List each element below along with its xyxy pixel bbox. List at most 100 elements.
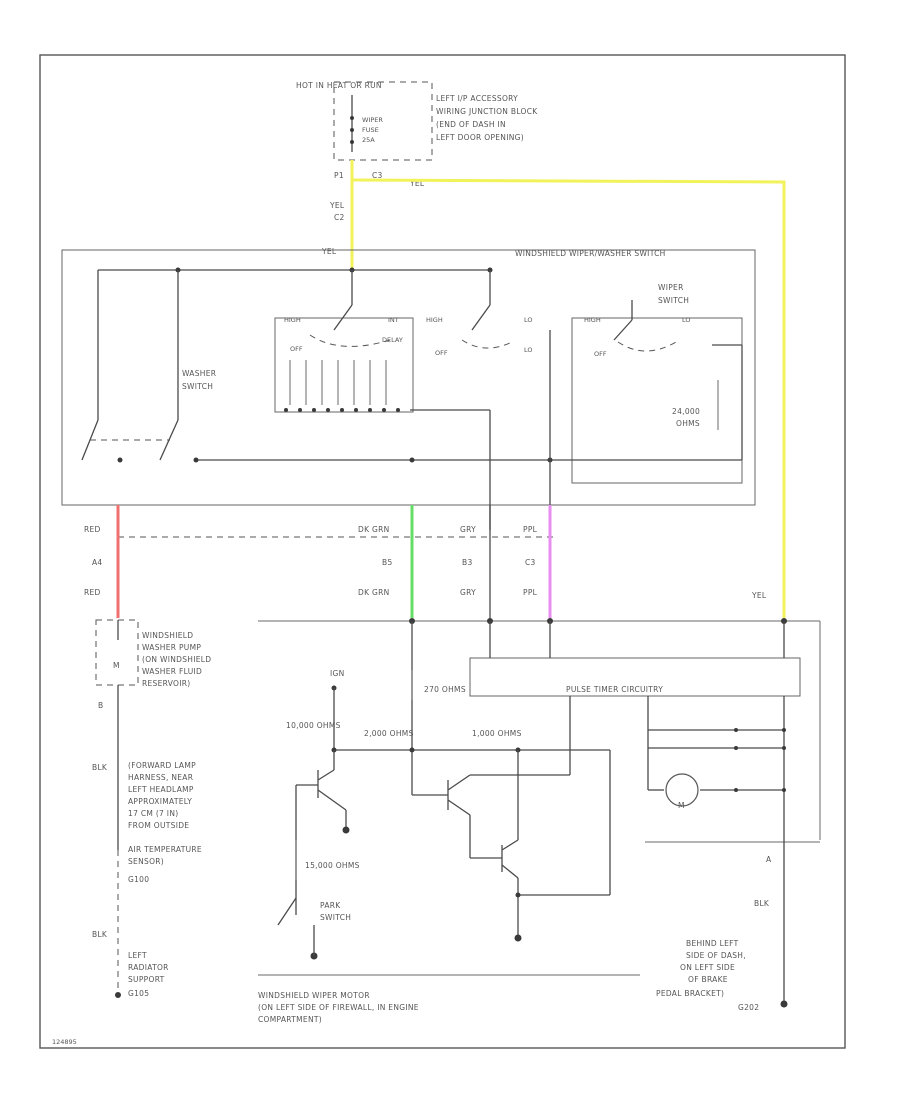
yel-label-4: YEL [751, 591, 767, 600]
g100-line-9: G100 [128, 875, 149, 884]
mode-high-2: HIGH [426, 316, 443, 324]
g105-line-1: LEFT [128, 951, 147, 960]
delay-position-dots [284, 408, 400, 412]
ppl-label-1: PPL [523, 525, 538, 534]
wiper-washer-switch-assembly: WINDSHIELD WIPER/WASHER SWITCH WASHER SW… [61, 249, 756, 530]
ground-g105-label: LEFT RADIATOR SUPPORT G105 [128, 951, 169, 998]
conn-a4: A4 [92, 558, 103, 567]
conn-b: B [98, 701, 103, 710]
g100-line-3: LEFT HEADLAMP [128, 785, 194, 794]
ppl-label-2: PPL [523, 588, 538, 597]
wire-yel-label-3: YEL [321, 247, 337, 256]
mode-high-1: HIGH [284, 316, 301, 324]
fuse-line-2: FUSE [362, 126, 379, 134]
pump-motor-symbol: M [113, 661, 120, 670]
res-1000: 1,000 OHMS [472, 729, 522, 738]
conn-b3: B3 [462, 558, 473, 567]
wire-yel-label-2: YEL [409, 179, 425, 188]
park-switch-label-2: SWITCH [320, 913, 351, 922]
fuse-block-title: HOT IN HEAT OR RUN [296, 81, 382, 90]
conn-c3b: C3 [525, 558, 536, 567]
fuse-line-1: WIPER [362, 116, 383, 124]
ground-g100-label: (FORWARD LAMP HARNESS, NEAR LEFT HEADLAM… [128, 761, 202, 884]
wiper-switch-label-2: SWITCH [658, 296, 689, 305]
motor-title-2: (ON LEFT SIDE OF FIREWALL, IN ENGINE [258, 1003, 419, 1012]
red-label-2: RED [84, 588, 101, 597]
fuse-location-4: LEFT DOOR OPENING) [436, 133, 524, 142]
motor-title-1: WINDSHIELD WIPER MOTOR [258, 991, 370, 1000]
g105-line-3: SUPPORT [128, 975, 165, 984]
gry-label-2: GRY [460, 588, 476, 597]
g105-line-2: RADIATOR [128, 963, 169, 972]
mode-high-3: HIGH [584, 316, 601, 324]
g202-line-3: ON LEFT SIDE [680, 963, 735, 972]
mode-off-1: OFF [290, 345, 303, 353]
blk-label-1: BLK [92, 763, 108, 772]
mode-lo-2: LO [682, 316, 691, 324]
g100-line-5: 17 CM (7 IN) [128, 809, 178, 818]
resistor-24000-2: OHMS [676, 419, 700, 428]
g100-line-4: APPROXIMATELY [128, 797, 192, 806]
mode-lo-1: LO [524, 316, 533, 324]
fuse-location-1: LEFT I/P ACCESSORY [436, 94, 518, 103]
gry-label-1: GRY [460, 525, 476, 534]
g100-line-2: HARNESS, NEAR [128, 773, 193, 782]
pump-line-4: WASHER FLUID [142, 667, 202, 676]
park-switch-label-1: PARK [320, 901, 341, 910]
pump-line-2: WASHER PUMP [142, 643, 201, 652]
fuse-block: HOT IN HEAT OR RUN WIPER FUSE 25A LEFT I… [296, 81, 538, 161]
wiper-switch-label-1: WIPER [658, 283, 684, 292]
conn-b5: B5 [382, 558, 393, 567]
conn-p1: P1 [334, 171, 344, 180]
blk-label-2: BLK [92, 930, 108, 939]
res-15000: 15,000 OHMS [305, 861, 360, 870]
g100-line-7: AIR TEMPERATURE [128, 845, 202, 854]
g202-line-4: OF BRAKE [688, 975, 728, 984]
dk-grn-label-1: DK GRN [358, 525, 390, 534]
yellow-wire [350, 160, 786, 618]
mode-off-3: OFF [594, 350, 607, 358]
conn-c2: C2 [334, 213, 345, 222]
res-10000: 10,000 OHMS [286, 721, 341, 730]
g100-line-1: (FORWARD LAMP [128, 761, 196, 770]
wiper-motor-assembly: PULSE TIMER CIRCUITRY IGN 270 OHMS 10,00… [258, 618, 821, 1024]
pulse-timer-label: PULSE TIMER CIRCUITRY [566, 685, 663, 694]
washer-switch-label-2: SWITCH [182, 382, 213, 391]
mode-off-2: OFF [435, 349, 448, 357]
ground-g202-label: BEHIND LEFT SIDE OF DASH, ON LEFT SIDE O… [656, 939, 759, 1012]
pump-line-3: (ON WINDSHIELD [142, 655, 211, 664]
res-270-1: 270 OHMS [424, 685, 466, 694]
motor-symbol-label: M [678, 801, 685, 810]
mode-int: INT [388, 316, 399, 324]
conn-a: A [766, 855, 772, 864]
fuse-line-3: 25A [362, 136, 375, 144]
switch-title: WINDSHIELD WIPER/WASHER SWITCH [515, 249, 666, 258]
washer-switch-label-1: WASHER [182, 369, 216, 378]
washer-pump: M WINDSHIELD WASHER PUMP (ON WINDSHIELD … [95, 619, 211, 688]
g202-line-1: BEHIND LEFT [686, 939, 739, 948]
g100-line-8: SENSOR) [128, 857, 164, 866]
fuse-location-3: (END OF DASH IN [436, 120, 506, 129]
pump-line-1: WINDSHIELD [142, 631, 193, 640]
mode-lo-1b: LO [524, 346, 533, 354]
g202-line-6: G202 [738, 1003, 759, 1012]
g202-line-5: PEDAL BRACKET) [656, 989, 724, 998]
g100-line-6: FROM OUTSIDE [128, 821, 189, 830]
motor-title-3: COMPARTMENT) [258, 1015, 322, 1024]
mode-delay: DELAY [382, 336, 403, 344]
blk-label-3: BLK [754, 899, 770, 908]
conn-c3: C3 [372, 171, 383, 180]
fuse-location-2: WIRING JUNCTION BLOCK [436, 107, 538, 116]
g105-line-4: G105 [128, 989, 149, 998]
pump-line-5: RESERVOIR) [142, 679, 191, 688]
ign-label: IGN [330, 669, 345, 678]
g202-line-2: SIDE OF DASH, [686, 951, 746, 960]
dk-grn-label-2: DK GRN [358, 588, 390, 597]
wiper-motor-symbol [665, 773, 699, 807]
red-label-1: RED [84, 525, 101, 534]
figure-code: 124895 [52, 1038, 77, 1046]
res-2000: 2,000 OHMS [364, 729, 414, 738]
wire-yel-label-1: YEL [329, 201, 345, 210]
resistor-24000-1: 24,000 [672, 407, 700, 416]
